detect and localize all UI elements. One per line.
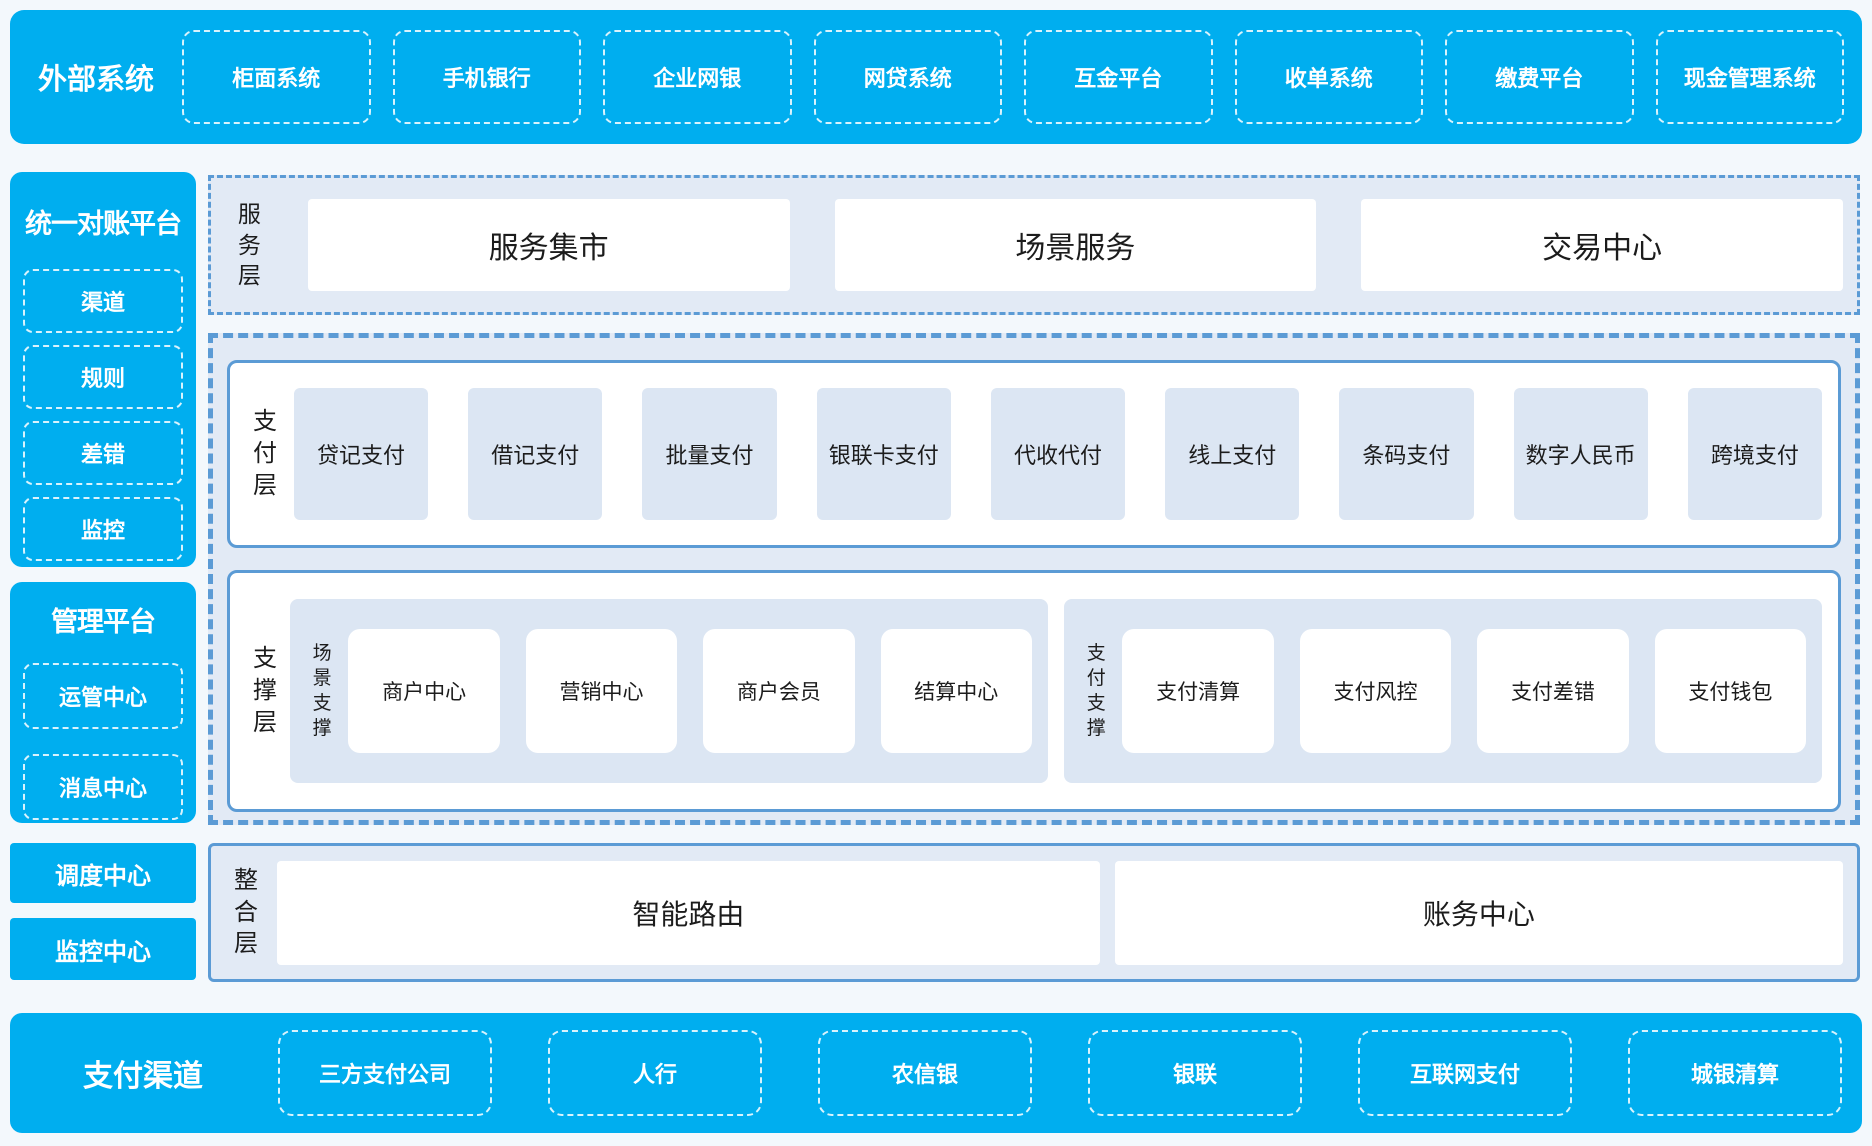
payment-layer-label: 支付层 (252, 408, 277, 499)
scene-support-item-box: 结算中心 (880, 629, 1032, 753)
payment-item-box: 批量支付 (642, 388, 777, 520)
integration-box: 账务中心 (1114, 860, 1843, 965)
external-system-box: 企业网银 (603, 30, 792, 124)
payment-item-box: 条码支付 (1339, 388, 1474, 520)
service-box: 服务集市 (307, 199, 790, 291)
external-system-box: 互金平台 (1024, 30, 1213, 124)
integration-box: 智能路由 (276, 860, 1100, 965)
service-box: 场景服务 (834, 199, 1317, 291)
external-system-box: 柜面系统 (182, 30, 371, 124)
payment-item-box: 数字人民币 (1513, 388, 1648, 520)
reconciliation-item-box: 差错 (23, 421, 183, 485)
scene-support-group: 场景支撑 商户中心营销中心商户会员结算中心 (289, 599, 1048, 783)
reconciliation-item-box: 规则 (23, 345, 183, 409)
external-system-box: 手机银行 (392, 30, 582, 124)
payment-support-item-box: 支付钱包 (1654, 629, 1807, 753)
payment-channels-list: 三方支付公司人行农信银银联互联网支付城银清算 (278, 1030, 1842, 1116)
integration-layer: 整合层 智能路由账务中心 (208, 843, 1860, 982)
scene-support-items: 商户中心营销中心商户会员结算中心 (348, 629, 1032, 753)
external-system-box: 现金管理系统 (1655, 30, 1845, 124)
payment-item-box: 跨境支付 (1687, 388, 1823, 520)
integration-layer-items: 智能路由账务中心 (276, 860, 1843, 965)
reconciliation-item-box: 渠道 (23, 269, 183, 333)
core-layers-container: 支付层 贷记支付借记支付批量支付银联卡支付代收代付线上支付条码支付数字人民币跨境… (208, 333, 1860, 825)
reconciliation-item-box: 监控 (23, 497, 183, 561)
payment-support-items: 支付清算支付风控支付差错支付钱包 (1122, 629, 1807, 753)
payment-layer-items: 贷记支付借记支付批量支付银联卡支付代收代付线上支付条码支付数字人民币跨境支付 (293, 388, 1823, 520)
management-platform-title: 管理平台 (51, 607, 156, 637)
payment-item-box: 线上支付 (1165, 388, 1300, 520)
external-systems-band: 外部系统 柜面系统手机银行企业网银网贷系统互金平台收单系统缴费平台现金管理系统 (10, 10, 1862, 144)
service-layer-label: 服务层 (237, 201, 261, 289)
external-system-box: 收单系统 (1234, 30, 1424, 124)
scene-support-item-box: 营销中心 (525, 629, 678, 753)
management-platform-card: 管理平台 运管中心消息中心 (10, 582, 196, 823)
management-items: 运管中心消息中心 (23, 663, 183, 820)
external-system-box: 网贷系统 (813, 30, 1003, 124)
reconciliation-items: 渠道规则差错监控 (23, 269, 183, 561)
support-layer-label: 支撑层 (252, 645, 277, 736)
payment-item-box: 银联卡支付 (816, 388, 951, 520)
payment-channels-title: 支付渠道 (83, 1060, 203, 1093)
payment-channel-box: 三方支付公司 (278, 1030, 492, 1116)
service-layer-items: 服务集市场景服务交易中心 (307, 199, 1843, 291)
payment-item-box: 代收代付 (990, 388, 1126, 520)
payment-channel-box: 互联网支付 (1358, 1030, 1572, 1116)
payment-support-group: 支付支撑 支付清算支付风控支付差错支付钱包 (1063, 599, 1822, 783)
scene-support-label: 场景支撑 (312, 642, 332, 740)
scene-support-item-box: 商户会员 (703, 629, 855, 753)
payment-item-box: 借记支付 (468, 388, 603, 520)
management-item-box: 消息中心 (23, 754, 183, 820)
external-systems-title: 外部系统 (38, 64, 155, 96)
payment-channel-box: 人行 (548, 1030, 762, 1116)
support-groups: 场景支撑 商户中心营销中心商户会员结算中心 支付支撑 支付清算支付风控支付差错支… (289, 599, 1822, 783)
payment-layer: 支付层 贷记支付借记支付批量支付银联卡支付代收代付线上支付条码支付数字人民币跨境… (227, 360, 1841, 548)
payment-item-box: 贷记支付 (293, 388, 429, 520)
monitoring-center-box: 监控中心 (10, 918, 196, 980)
payment-channel-box: 银联 (1088, 1030, 1302, 1116)
dispatch-center-box: 调度中心 (10, 843, 196, 903)
scene-support-item-box: 商户中心 (348, 629, 500, 753)
management-item-box: 运管中心 (23, 663, 183, 729)
external-system-box: 缴费平台 (1445, 30, 1634, 124)
reconciliation-platform-card: 统一对账平台 渠道规则差错监控 (10, 172, 196, 567)
payment-support-item-box: 支付清算 (1122, 629, 1274, 753)
payment-channel-box: 农信银 (818, 1030, 1032, 1116)
payment-support-item-box: 支付风控 (1299, 629, 1452, 753)
service-layer: 服务层 服务集市场景服务交易中心 (208, 175, 1860, 315)
payment-support-item-box: 支付差错 (1477, 629, 1629, 753)
payment-support-label: 支付支撑 (1086, 642, 1106, 740)
service-box: 交易中心 (1361, 199, 1843, 291)
external-systems-list: 柜面系统手机银行企业网银网贷系统互金平台收单系统缴费平台现金管理系统 (182, 30, 1845, 124)
support-layer: 支撑层 场景支撑 商户中心营销中心商户会员结算中心 支付支撑 支付清算支付风控支… (227, 570, 1841, 812)
payment-channel-box: 城银清算 (1628, 1030, 1842, 1116)
integration-layer-label: 整合层 (233, 866, 258, 958)
reconciliation-platform-title: 统一对账平台 (25, 209, 182, 239)
payment-channels-band: 支付渠道 三方支付公司人行农信银银联互联网支付城银清算 (10, 1013, 1862, 1133)
